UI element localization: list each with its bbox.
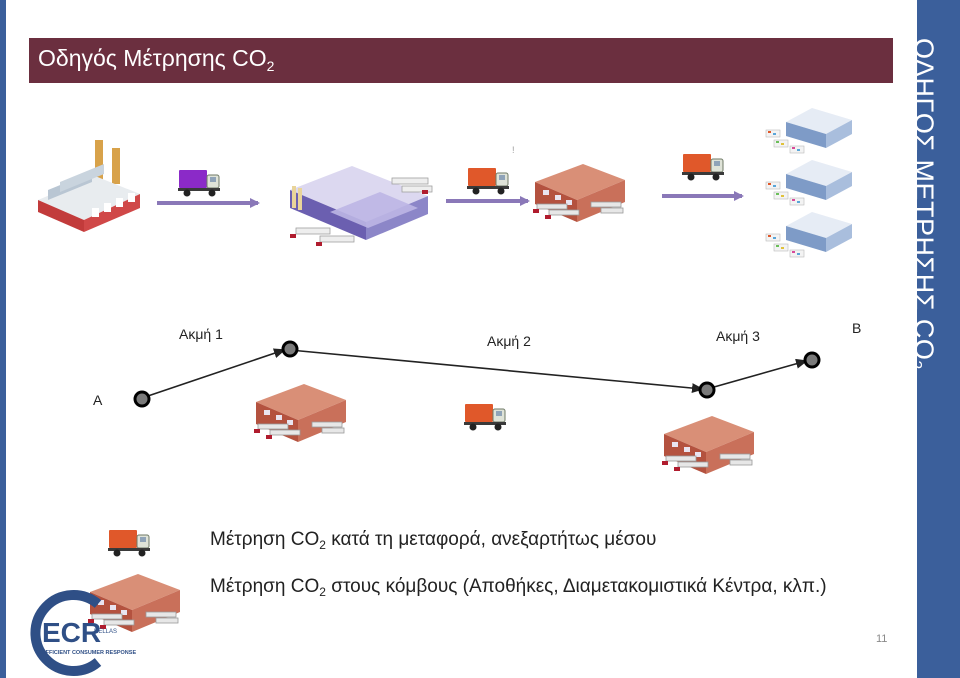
ecr-logo: ECR HELLAS EFFICIENT CONSUMER RESPONSE <box>30 590 136 676</box>
retail-store-icon <box>765 211 853 258</box>
edge-label-3: Ακμή 3 <box>716 328 760 344</box>
warehouse-icon <box>253 383 347 443</box>
page-number: 11 <box>876 633 888 645</box>
node-dot-icon <box>698 381 716 399</box>
retail-store-icon <box>765 107 853 154</box>
truck-icon <box>681 153 725 181</box>
edge-line-3 <box>706 358 808 390</box>
edge-line-1 <box>141 348 286 399</box>
node-dot-icon <box>281 340 299 358</box>
retail-store-icon <box>765 159 853 206</box>
svg-text:EFFICIENT CONSUMER RESPONSE: EFFICIENT CONSUMER RESPONSE <box>42 650 136 656</box>
svg-text:ECR: ECR <box>42 617 101 648</box>
side-banner: ΟΔΗΓΟΣ ΜΕΤΡΗΣΗΣ CO2 <box>907 0 960 678</box>
svg-text:!: ! <box>512 145 515 155</box>
edge-label-2: Ακμή 2 <box>487 333 531 349</box>
edge-label-1: Ακμή 1 <box>179 326 223 342</box>
svg-text:HELLAS: HELLAS <box>94 629 117 635</box>
node-dot-icon <box>803 351 821 369</box>
left-accent-strip <box>0 0 6 678</box>
legend-hubs-text: Μέτρηση CO2 στους κόμβους (Αποθήκες, Δια… <box>210 576 827 599</box>
truck-icon <box>177 169 221 197</box>
distribution-center-icon <box>290 166 433 246</box>
truck-icon <box>466 167 510 195</box>
slide-title: Οδηγός Μέτρησης CO2 <box>29 38 893 83</box>
node-dot-icon <box>133 390 151 408</box>
node-label-a: A <box>93 392 103 408</box>
node-label-b: B <box>852 320 862 336</box>
warehouse-icon <box>532 163 626 223</box>
warehouse-icon <box>87 573 181 633</box>
warehouse-icon <box>661 415 755 475</box>
legend-transport-text: Μέτρηση CO2 κατά τη μεταφορά, ανεξαρτήτω… <box>210 529 657 552</box>
factory-icon <box>38 140 140 232</box>
truck-icon <box>463 403 507 431</box>
edge-line-2 <box>289 349 704 394</box>
truck-icon <box>107 529 151 557</box>
